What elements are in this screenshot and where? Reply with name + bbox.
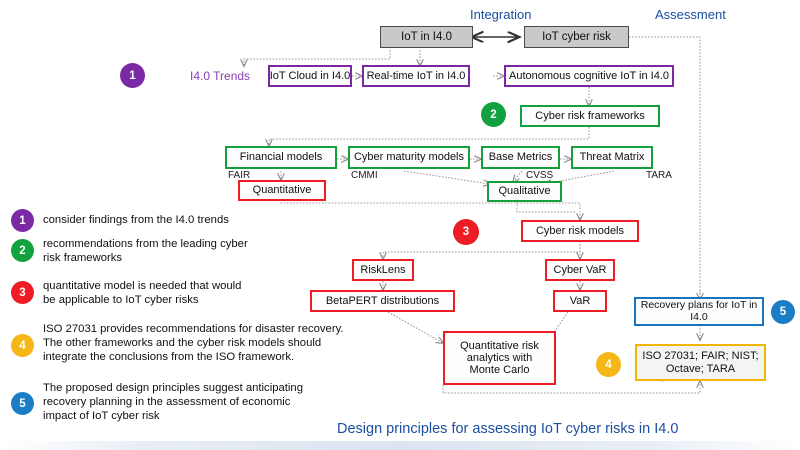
node-iot-cloud-in-i40[interactable]: IoT Cloud in I4.0 <box>268 65 352 87</box>
badge-number: 5 <box>779 306 787 318</box>
legend-text-2: recommendations from the leading cyber r… <box>43 238 248 265</box>
node-var[interactable]: VaR <box>553 290 607 312</box>
node-cyber-var[interactable]: Cyber VaR <box>545 259 615 281</box>
node-label: IoT in I4.0 <box>401 30 452 43</box>
node-label: Autonomous cognitive IoT in I4.0 <box>508 69 669 82</box>
node-monte-carlo[interactable]: Quantitative risk analytics with Monte C… <box>443 331 556 385</box>
diagram-title: Design principles for assessing IoT cybe… <box>337 421 679 437</box>
node-label: RiskLens <box>360 263 406 276</box>
label-assessment: Assessment <box>655 7 726 22</box>
node-iot-in-i40[interactable]: IoT in I4.0 <box>380 26 473 48</box>
node-risklens[interactable]: RiskLens <box>352 259 414 281</box>
legend-text-5: The proposed design principles suggest a… <box>43 382 303 423</box>
sublabel-cvss: CVSS <box>526 170 554 181</box>
sublabel-tara: TARA <box>646 170 672 181</box>
node-betapert-distributions[interactable]: BetaPERT distributions <box>310 290 455 312</box>
legend-badge-1: 1 <box>11 209 34 232</box>
node-financial-models[interactable]: Financial models <box>225 146 337 169</box>
node-autonomous-cognitive-iot[interactable]: Autonomous cognitive IoT in I4.0 <box>504 65 674 87</box>
node-label: Qualitative <box>498 185 551 198</box>
node-recovery-plans[interactable]: Recovery plans for IoT in I4.0 <box>634 297 764 326</box>
node-label: IoT cyber risk <box>542 30 611 43</box>
badge-4-iso: 4 <box>596 352 621 377</box>
node-base-metrics[interactable]: Base Metrics <box>481 146 560 169</box>
badge-2-frameworks: 2 <box>481 102 506 127</box>
node-label: Cyber VaR <box>553 263 607 276</box>
badge-number: 1 <box>129 69 136 82</box>
bottom-band <box>0 441 800 450</box>
node-cyber-risk-models[interactable]: Cyber risk models <box>521 220 639 242</box>
sublabel-fair: FAIR <box>228 170 251 181</box>
legend-text-3: quantitative model is needed that would … <box>43 280 242 307</box>
node-cyber-maturity-models[interactable]: Cyber maturity models <box>348 146 470 169</box>
node-label: Real-time IoT in I4.0 <box>366 69 466 82</box>
node-label: Cyber risk frameworks <box>535 109 645 122</box>
node-label: Base Metrics <box>488 151 553 164</box>
node-label: Quantitative risk analytics with Monte C… <box>460 339 539 377</box>
node-label: ISO 27031; FAIR; NIST; Octave; TARA <box>642 350 759 375</box>
label-integration: Integration <box>470 7 532 22</box>
node-label: Threat Matrix <box>579 151 645 164</box>
legend-badge-4: 4 <box>11 334 34 357</box>
node-cyber-risk-frameworks[interactable]: Cyber risk frameworks <box>520 105 660 127</box>
badge-number: 3 <box>462 226 470 238</box>
node-quantitative[interactable]: Quantitative <box>238 180 326 201</box>
badge-1-trends: 1 <box>120 63 145 88</box>
badge-number: 3 <box>19 286 26 299</box>
node-threat-matrix[interactable]: Threat Matrix <box>571 146 653 169</box>
badge-number: 2 <box>490 108 497 121</box>
node-realtime-iot-in-i40[interactable]: Real-time IoT in I4.0 <box>362 65 470 87</box>
node-label: VaR <box>569 294 591 307</box>
badge-number: 4 <box>605 358 612 371</box>
badge-number: 2 <box>19 244 26 257</box>
legend-badge-3: 3 <box>11 281 34 304</box>
node-label: Cyber risk models <box>535 224 625 237</box>
node-label: BetaPERT distributions <box>325 294 440 307</box>
badge-number: 1 <box>19 214 26 227</box>
badge-number: 4 <box>19 339 26 352</box>
legend-text-1: consider findings from the I4.0 trends <box>43 214 229 226</box>
node-label: Financial models <box>239 151 323 164</box>
node-label: Recovery plans for IoT in I4.0 <box>640 298 758 323</box>
node-iot-cyber-risk[interactable]: IoT cyber risk <box>524 26 629 48</box>
node-label: IoT Cloud in I4.0 <box>269 69 351 82</box>
node-iso-list[interactable]: ISO 27031; FAIR; NIST; Octave; TARA <box>635 344 766 381</box>
node-label: Cyber maturity models <box>353 151 465 164</box>
legend-badge-5: 5 <box>11 392 34 415</box>
badge-number: 5 <box>19 397 26 410</box>
node-label: Quantitative <box>252 184 312 197</box>
legend-text-4: ISO 27031 provides recommendations for d… <box>43 323 344 364</box>
label-i40-trends: I4.0 Trends <box>190 69 251 83</box>
sublabel-cmmi: CMMI <box>351 170 378 181</box>
node-qualitative[interactable]: Qualitative <box>487 181 562 202</box>
legend-badge-2: 2 <box>11 239 34 262</box>
badge-3-models: 3 <box>453 219 479 245</box>
badge-5-recovery: 5 <box>771 300 795 324</box>
